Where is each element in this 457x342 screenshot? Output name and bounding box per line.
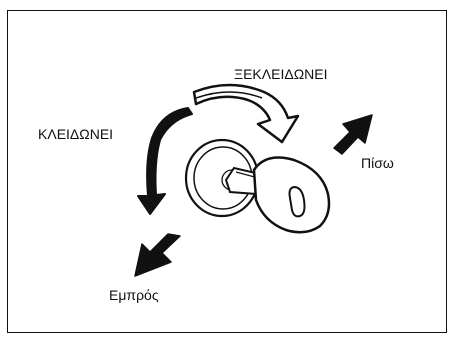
back-label: Πίσω	[361, 155, 394, 171]
unlock-label: ΞΕΚΛΕΙΔΩΝΕΙ	[234, 66, 328, 82]
unlock-rotation-arrow	[194, 85, 298, 142]
forward-arrow	[135, 234, 180, 276]
lock-rotation-arrow	[138, 108, 192, 214]
back-arrow	[334, 115, 372, 154]
forward-label: Εμπρός	[109, 287, 159, 303]
lock-label: ΚΛΕΙΔΩΝΕΙ	[38, 126, 113, 142]
